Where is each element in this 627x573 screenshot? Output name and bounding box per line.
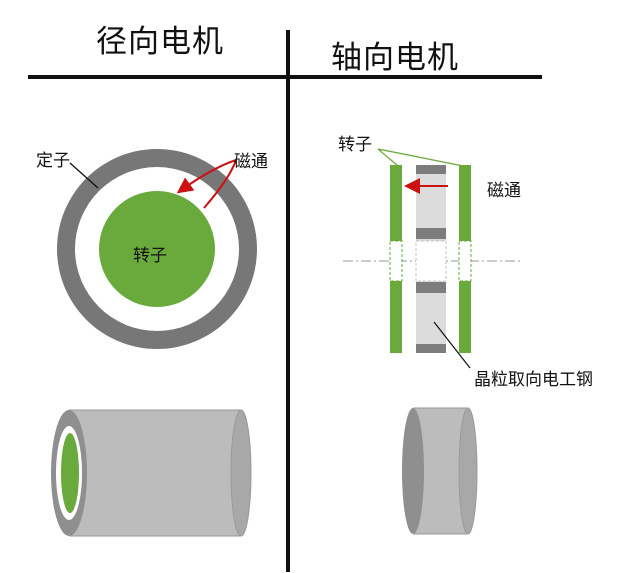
axial-stator-steel	[415, 165, 447, 353]
stator-slot	[416, 282, 446, 293]
radial-flux-label: 磁通	[234, 152, 268, 172]
center-divider	[286, 30, 290, 572]
axial-steel-label: 晶粒取向电工钢	[474, 370, 593, 390]
axial-flux-label: 磁通	[487, 181, 521, 201]
axial-right-rotor	[458, 165, 472, 353]
stator-slot	[416, 165, 446, 174]
axial-motor-title: 轴向电机	[331, 40, 459, 76]
radial-flux-arrow	[176, 159, 237, 194]
radial-stator-leader	[69, 162, 99, 189]
radial-rotor-label: 转子	[133, 246, 167, 266]
axial-disc-face	[402, 408, 424, 534]
radial-flux-line	[203, 159, 237, 209]
radial-rotor-disc	[99, 191, 215, 307]
header-divider	[28, 75, 542, 79]
axial-steel-leader	[433, 321, 471, 369]
axial-rotor-label: 转子	[338, 135, 372, 155]
radial-cross-section	[57, 149, 257, 349]
radial-motor-title: 径向电机	[96, 24, 224, 60]
radial-cylinder	[51, 409, 252, 537]
stator-slot	[416, 228, 446, 239]
radial-cylinder-rotor	[61, 433, 79, 513]
axial-left-rotor	[389, 165, 403, 353]
radial-stator-label: 定子	[36, 151, 70, 171]
axial-disc-back	[458, 407, 478, 535]
radial-cylinder-back	[230, 409, 252, 537]
axial-rotor-leader-right	[377, 148, 464, 167]
axial-disc-3d	[402, 407, 478, 535]
axial-rotor-leader-left	[377, 148, 399, 167]
stator-slot	[416, 344, 446, 353]
